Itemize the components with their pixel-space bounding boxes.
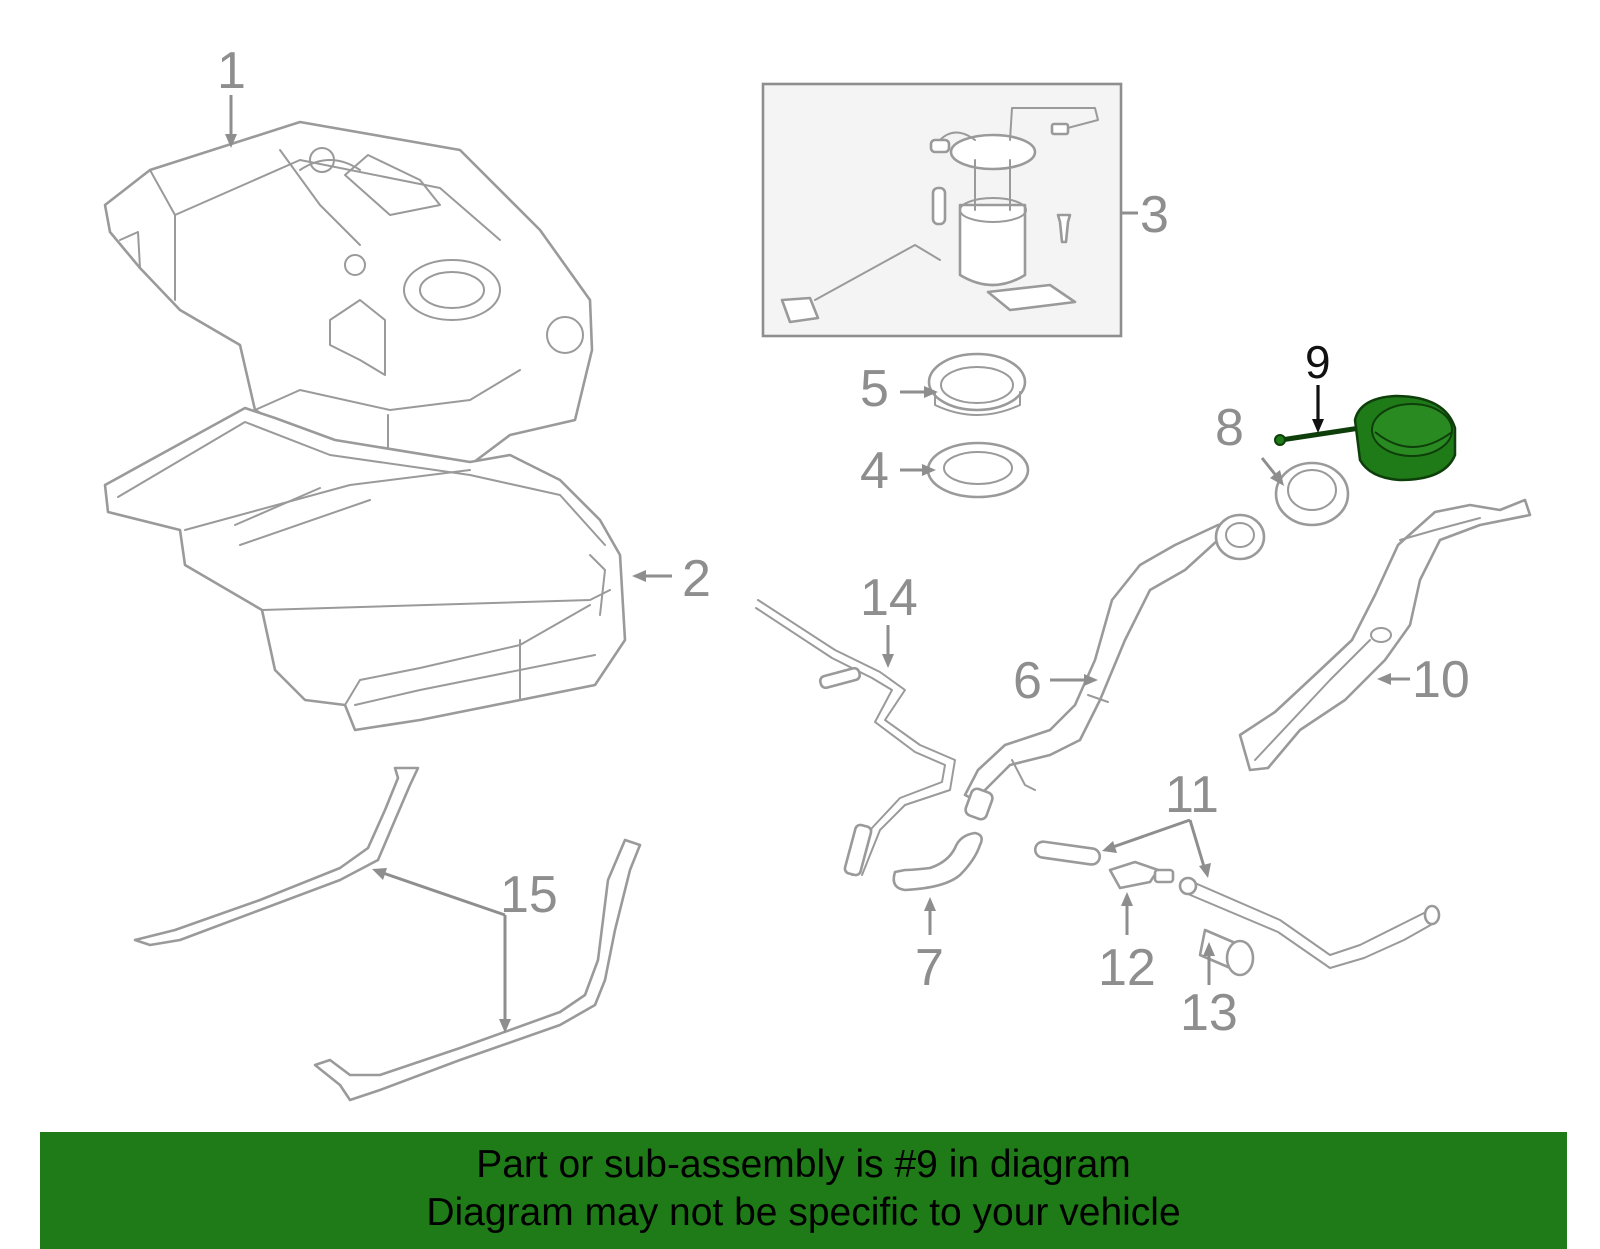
banner-line-part-number: Part or sub-assembly is #9 in diagram	[476, 1143, 1131, 1186]
leader-lines	[225, 95, 1410, 1033]
callout-1: 1	[217, 42, 246, 100]
part-3-fuel-pump-module[interactable]	[761, 82, 1123, 338]
part-2-tank-shield[interactable]	[103, 406, 627, 732]
callout-14: 14	[860, 569, 918, 627]
part-1-fuel-tank[interactable]	[103, 120, 594, 472]
part-info-banner: Part or sub-assembly is #9 in diagram Di…	[40, 1132, 1567, 1249]
banner-line-disclaimer: Diagram may not be specific to your vehi…	[426, 1191, 1181, 1234]
part-4-gasket[interactable]	[926, 441, 1030, 499]
callout-15: 15	[500, 866, 558, 924]
part-8-filler-seal[interactable]	[1274, 461, 1350, 527]
callout-12: 12	[1098, 939, 1156, 997]
callout-4: 4	[860, 442, 889, 500]
part-10-filler-housing[interactable]	[1238, 498, 1532, 772]
callout-6: 6	[1013, 652, 1042, 710]
part-14-vent-tube[interactable]	[755, 599, 956, 877]
callout-numbers: 1 2 3 4 5 6 7 8 9 10 11 12 13 14 15	[217, 42, 1470, 1042]
part-5-lock-ring[interactable]	[927, 352, 1027, 416]
part-12-connector[interactable]	[1108, 860, 1175, 890]
part-13-grommet[interactable]	[1198, 928, 1255, 977]
callout-8: 8	[1215, 399, 1244, 457]
callout-10: 10	[1412, 651, 1470, 709]
callout-7: 7	[915, 939, 944, 997]
callout-11: 11	[1165, 766, 1219, 824]
callout-2: 2	[682, 550, 711, 608]
callout-5: 5	[860, 360, 889, 418]
part-11-vapor-lines[interactable]	[1033, 840, 1441, 969]
leader-line-9	[1312, 385, 1324, 433]
callout-9: 9	[1305, 336, 1331, 388]
part-9-fuel-cap[interactable]	[1274, 394, 1457, 482]
callout-3: 3	[1140, 186, 1169, 244]
part-6-filler-pipe[interactable]	[963, 513, 1266, 821]
part-7-hose[interactable]	[892, 831, 983, 892]
part-15-tank-straps[interactable]	[133, 766, 642, 1102]
callout-13: 13	[1180, 984, 1238, 1042]
